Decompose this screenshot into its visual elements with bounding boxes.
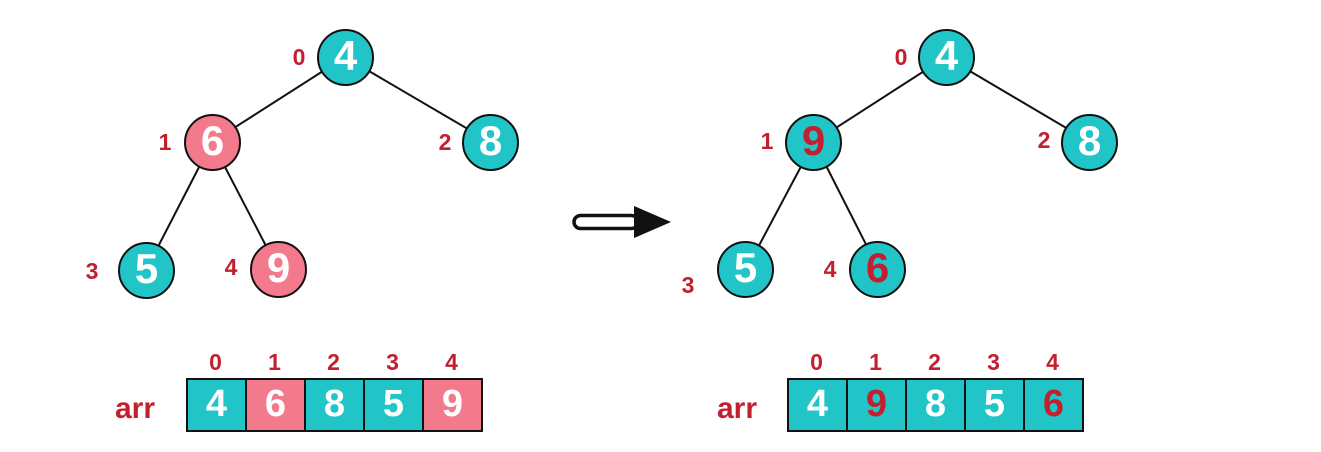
tree-node: 4 (317, 29, 374, 86)
array-row: 4 6 8 5 9 (186, 378, 483, 432)
array-index-row: 0 1 2 3 4 (186, 350, 481, 374)
array-label: arr (716, 392, 758, 425)
node-index-label: 0 (292, 43, 306, 70)
array-cell: 5 (964, 378, 1025, 432)
array-index-label: 3 (987, 349, 1000, 375)
node-index-label: 2 (1037, 126, 1051, 153)
node-index-label: 4 (823, 255, 837, 282)
tree-node: 6 (184, 114, 241, 171)
array-cell: 9 (846, 378, 907, 432)
node-index-label: 0 (894, 43, 908, 70)
tree-node: 4 (918, 29, 975, 86)
node-index-label: 2 (438, 128, 452, 155)
array-label: arr (114, 392, 156, 425)
array-cell: 5 (363, 378, 424, 432)
array-index-label: 0 (209, 349, 222, 375)
tree-node: 5 (717, 241, 774, 298)
right-arrow-icon (572, 206, 671, 238)
array-index-label: 1 (869, 349, 882, 375)
tree-node: 6 (849, 241, 906, 298)
node-index-label: 4 (224, 253, 238, 280)
node-index-label: 1 (158, 128, 172, 155)
array-index-label: 0 (810, 349, 823, 375)
node-index-label: 3 (85, 257, 99, 284)
array-index-label: 4 (1046, 349, 1059, 375)
array-index-label: 1 (268, 349, 281, 375)
array-cell: 8 (304, 378, 365, 432)
array-row: 4 9 8 5 6 (787, 378, 1084, 432)
tree-node: 9 (250, 241, 307, 298)
array-index-label: 2 (327, 349, 340, 375)
array-cell: 8 (905, 378, 966, 432)
array-cell: 4 (186, 378, 247, 432)
array-cell: 4 (787, 378, 848, 432)
array-cell: 9 (422, 378, 483, 432)
tree-node: 9 (785, 114, 842, 171)
tree-node: 8 (462, 114, 519, 171)
tree-node: 5 (118, 242, 175, 299)
node-index-label: 3 (681, 271, 695, 298)
array-cell: 6 (1023, 378, 1084, 432)
array-index-label: 3 (386, 349, 399, 375)
array-index-label: 4 (445, 349, 458, 375)
node-index-label: 1 (760, 127, 774, 154)
array-cell: 6 (245, 378, 306, 432)
tree-node: 8 (1061, 114, 1118, 171)
array-index-row: 0 1 2 3 4 (787, 350, 1082, 374)
array-index-label: 2 (928, 349, 941, 375)
